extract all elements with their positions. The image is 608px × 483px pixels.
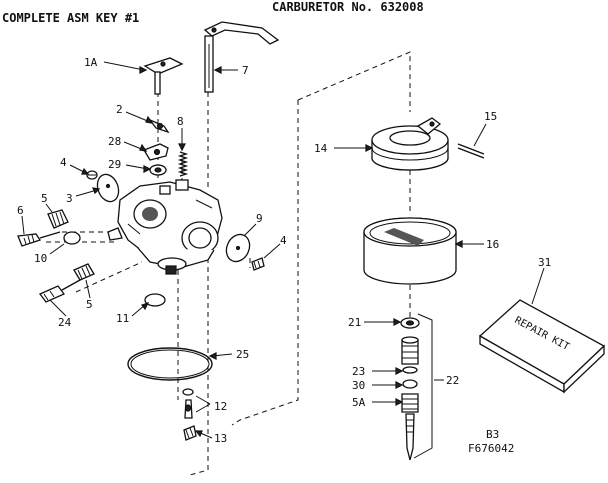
leader-lines (21, 61, 545, 439)
part-15-pin (457, 143, 485, 159)
callout-21: 21 (348, 316, 361, 329)
callout-25: 25 (236, 348, 249, 361)
part-11-welch-plug (144, 293, 166, 307)
callout-23: 23 (352, 365, 365, 378)
part-9-choke-plate (225, 233, 251, 263)
header-left-title: COMPLETE ASM KEY #1 (2, 11, 139, 25)
callout-22: 22 (446, 374, 459, 387)
part-14-float-cover (371, 117, 449, 171)
callout-15: 15 (484, 110, 497, 123)
callout-4-lower: 4 (280, 234, 287, 247)
part-7-choke-shaft (203, 21, 280, 93)
part-6-needle-screw (17, 231, 61, 247)
callout-2: 2 (116, 103, 123, 116)
callout-8: 8 (177, 115, 184, 128)
header-right-title: CARBURETOR No. 632008 (272, 0, 424, 14)
part-2-clip (148, 118, 170, 134)
part-4-screw-upper (86, 170, 98, 180)
part-28-lever (143, 143, 169, 161)
callout-6: 6 (17, 204, 24, 217)
part-5-spring-lower (73, 263, 95, 281)
part-24-main-needle (38, 279, 81, 303)
footer-figure-code: F676042 (468, 442, 514, 455)
callout-5-lower: 5 (86, 298, 93, 311)
part-16-fuel-bowl (363, 217, 457, 285)
part-21-washer (400, 317, 420, 329)
part-13-screw (183, 425, 197, 441)
part-3-throttle-plate (96, 173, 120, 203)
callout-7: 7 (242, 64, 249, 77)
callout-24: 24 (58, 316, 72, 329)
callout-1a: 1A (84, 56, 98, 69)
part-5-spring-upper (47, 209, 69, 229)
callout-12: 12 (214, 400, 227, 413)
part-1a-throttle-shaft (143, 57, 184, 95)
part-29-nut (149, 164, 167, 176)
callout-5a: 5A (352, 396, 366, 409)
part-31-repair-kit: REPAIR KIT (478, 299, 606, 394)
footer-page-code: B3 (486, 428, 499, 441)
callout-10: 10 (34, 252, 47, 265)
alignment-lines (46, 51, 411, 476)
callout-14: 14 (314, 142, 328, 155)
callout-5-upper: 5 (41, 192, 48, 205)
part-25-gasket-ring (127, 347, 213, 381)
callout-29: 29 (108, 158, 121, 171)
part-12-jet (182, 388, 194, 419)
part-10-washer (63, 231, 81, 245)
part-8-spring (177, 151, 189, 177)
part-4-screw-lower (251, 257, 265, 271)
callout-30: 30 (352, 379, 365, 392)
callout-9: 9 (256, 212, 263, 225)
callout-4-upper: 4 (60, 156, 67, 169)
callout-11: 11 (116, 312, 129, 325)
callout-28: 28 (108, 135, 121, 148)
carburetor-body (107, 179, 223, 275)
callout-13: 13 (214, 432, 227, 445)
callout-31: 31 (538, 256, 551, 269)
part-22-seat-assembly (401, 313, 433, 461)
callout-16: 16 (486, 238, 499, 251)
callouts: 1A 7 2 8 28 29 4 3 5 6 10 9 4 24 5 11 25… (17, 56, 551, 445)
callout-3: 3 (66, 192, 73, 205)
